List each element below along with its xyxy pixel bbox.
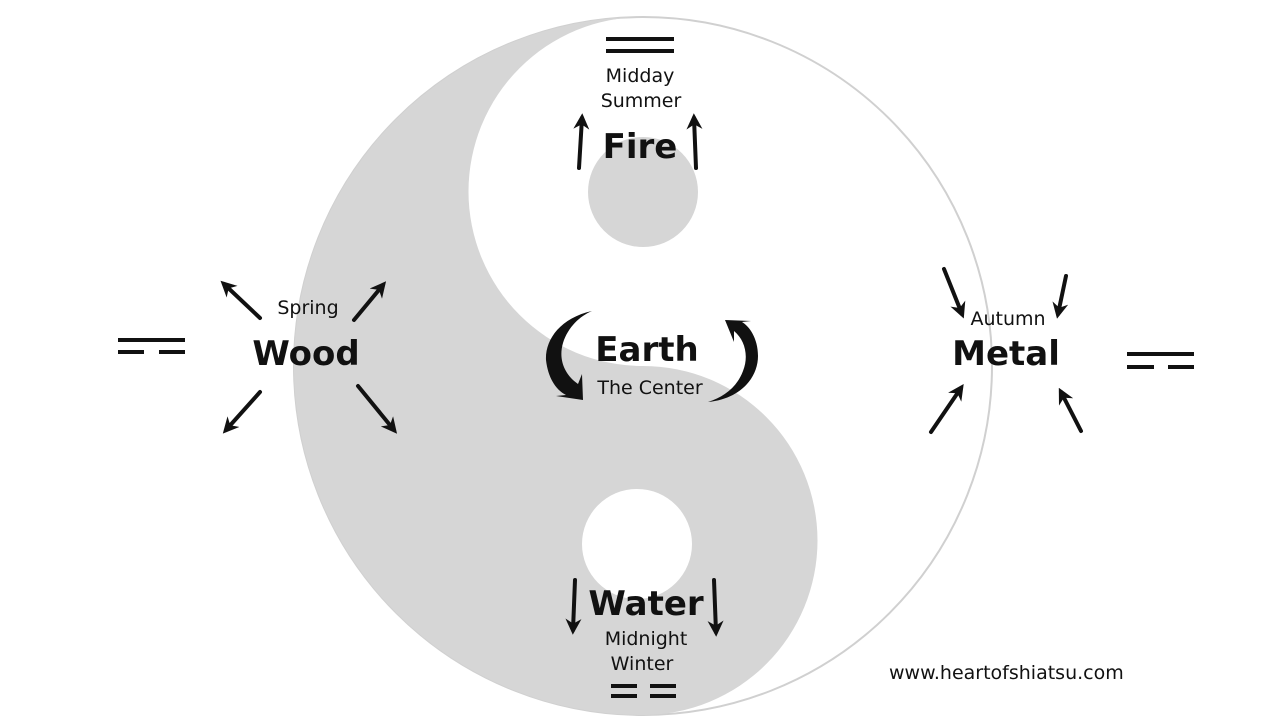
yin-dot bbox=[588, 137, 698, 247]
arrow-down-icon bbox=[565, 578, 582, 635]
arrow-outward-icon bbox=[222, 390, 262, 434]
water-time-label: Midnight bbox=[604, 628, 688, 650]
earth-subtitle: The Center bbox=[597, 377, 703, 399]
water-season-label: Winter bbox=[610, 653, 674, 675]
arrow-inward-icon bbox=[1052, 274, 1069, 319]
metal-element-title: Metal bbox=[952, 334, 1060, 374]
arrow-inward-icon bbox=[942, 267, 966, 319]
arrow-up-icon bbox=[573, 113, 590, 170]
fire-time-label: Midday bbox=[605, 65, 675, 87]
arrow-down-icon bbox=[707, 578, 724, 637]
fire-trigram-icon bbox=[606, 37, 674, 53]
fire-season-label: Summer bbox=[600, 90, 682, 112]
earth-element-title: Earth bbox=[595, 330, 699, 370]
circular-arrow-icon bbox=[708, 320, 758, 402]
wood-element-title: Wood bbox=[252, 334, 360, 374]
wood-season-label: Spring bbox=[277, 297, 339, 319]
metal-season-label: Autumn bbox=[970, 308, 1046, 330]
metal-trigram-icon bbox=[1127, 352, 1194, 369]
arrow-inward-icon bbox=[1058, 387, 1083, 433]
circular-arrow-icon bbox=[545, 311, 592, 400]
water-element-title: Water bbox=[588, 584, 704, 624]
wood-trigram-icon bbox=[118, 338, 185, 354]
website-url[interactable]: www.heartofshiatsu.com bbox=[889, 662, 1124, 684]
arrow-outward-icon bbox=[220, 280, 262, 320]
arrow-inward-icon bbox=[929, 384, 964, 434]
arrow-outward-icon bbox=[356, 384, 398, 434]
water-trigram-icon bbox=[611, 684, 676, 698]
arrow-up-icon bbox=[686, 113, 703, 170]
yang-dot bbox=[582, 489, 692, 599]
fire-element-title: Fire bbox=[602, 127, 678, 167]
arrow-outward-icon bbox=[352, 281, 387, 322]
